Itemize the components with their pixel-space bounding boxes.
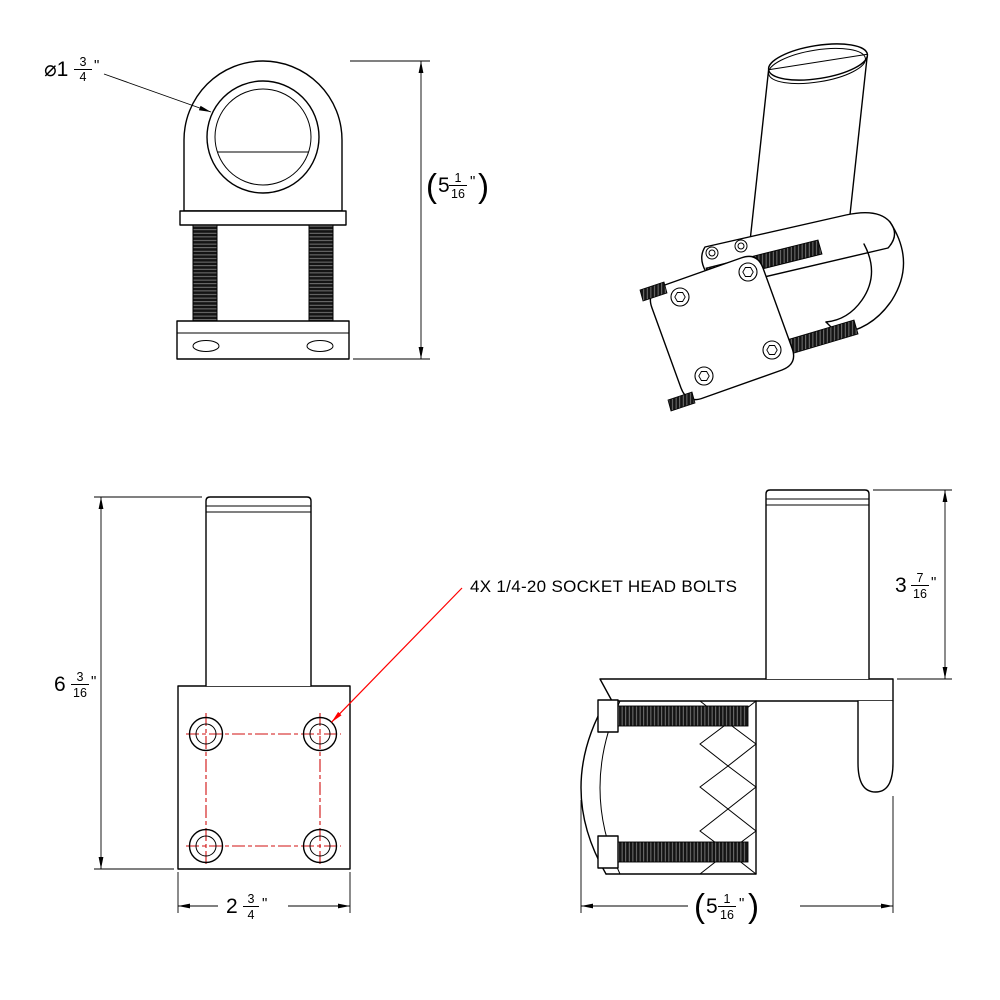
dim-numerator: 7 — [917, 571, 924, 585]
dim-open-paren: ( — [694, 887, 705, 924]
clamp-top-plate-side — [599, 678, 894, 702]
dim-unit: " — [470, 173, 475, 190]
bolt-socket-circle — [195, 835, 217, 857]
dim-diameter-denominator: 4 — [80, 70, 87, 84]
bolt-head-circle — [302, 716, 338, 752]
dim-whole: 6 — [54, 673, 66, 696]
dim-whole: 5 — [438, 174, 450, 197]
collar-screw-socket — [737, 242, 745, 250]
socket-bolt-top-right — [302, 716, 338, 752]
bolt-socket-circle — [195, 723, 217, 745]
dim-unit: " — [91, 673, 96, 690]
tube-side-left — [749, 69, 770, 237]
dim-numerator: 3 — [77, 670, 84, 684]
collar-screw-socket — [708, 249, 716, 257]
socket-bolt-iso — [762, 340, 782, 360]
dim-tube-height: 3 7 16 " — [873, 489, 952, 680]
bolt-socket-circle — [309, 835, 331, 857]
dim-close-paren: ) — [748, 887, 759, 924]
dim-denominator: 4 — [248, 908, 255, 922]
base-slot-left — [192, 340, 220, 352]
dim-numerator: 3 — [248, 892, 255, 906]
base-slot-right — [306, 340, 334, 352]
clamp-bore-inner-circle — [214, 88, 312, 186]
rod-nut-top — [597, 699, 619, 733]
dim-denominator: 16 — [73, 686, 87, 700]
bolt-note-leader — [331, 587, 463, 723]
clamp-shoulder — [179, 210, 347, 226]
socket-bolt-bottom-left — [188, 828, 224, 864]
dim-unit: " — [739, 895, 744, 912]
clamp-bore-outer-circle — [206, 80, 320, 194]
bolt-note-text: 4X 1/4-20 SOCKET HEAD BOLTS — [470, 577, 737, 596]
dim-open-paren: ( — [426, 167, 437, 204]
dim-diameter-prefix: ⌀1 — [44, 58, 68, 81]
dim-diameter-unit: " — [94, 57, 99, 74]
bolt-head-circle — [302, 828, 338, 864]
collar-screw — [705, 246, 719, 260]
dim-base-width: 2 3 4 " — [177, 872, 351, 922]
flange-plate — [177, 685, 351, 870]
dim-unit: " — [931, 574, 936, 591]
clamp-head-outline — [183, 60, 343, 212]
tube-side-right — [848, 53, 869, 221]
tube-top-rim — [768, 47, 866, 85]
dim-whole: 2 — [226, 895, 238, 918]
dim-unit: " — [262, 895, 267, 912]
tube-body-fill — [750, 54, 868, 236]
bolt-socket-circle — [309, 723, 331, 745]
socket-bolt-iso — [738, 262, 758, 282]
bolt-head-circle — [188, 828, 224, 864]
socket-bolt-iso — [670, 287, 690, 307]
bolt-head-circle — [188, 716, 224, 752]
rod-tip-upper — [639, 281, 668, 302]
collar-screw — [734, 239, 748, 253]
dim-close-paren: ) — [478, 167, 489, 204]
rod-nut-bottom — [597, 835, 619, 869]
dim-denominator: 16 — [720, 908, 734, 922]
dim-whole: 3 — [895, 574, 907, 597]
right-arm — [857, 700, 894, 793]
dim-numerator: 1 — [455, 171, 462, 185]
socket-bolt-bottom-right — [302, 828, 338, 864]
dim-diameter: ⌀1 3 4 " — [44, 55, 212, 113]
diameter-leader-line — [103, 73, 212, 113]
threaded-rod-top — [617, 705, 749, 727]
dim-denominator: 16 — [913, 587, 927, 601]
threaded-stud-right — [308, 224, 334, 322]
threaded-stud-left — [192, 224, 218, 322]
dim-numerator: 1 — [724, 892, 731, 906]
hook-arm-inner — [825, 243, 873, 323]
view-front-clamp-head: ⌀1 3 4 " ( 5 1 16 " ) — [44, 55, 489, 360]
dim-overall-height: ( 5 1 16 " ) — [350, 60, 489, 360]
dim-whole: 5 — [706, 895, 718, 918]
dim-diameter-numerator: 3 — [80, 55, 87, 69]
view-front-base: 6 3 16 " 2 3 4 " 4X 1/4-20 SOCKET HEAD B… — [54, 496, 737, 922]
bolt-plate-iso — [649, 255, 795, 401]
tube-front — [205, 496, 312, 687]
dim-clamp-width: ( 5 1 16 " ) — [580, 796, 894, 924]
tube-side — [765, 489, 870, 680]
socket-bolt-top-left — [188, 716, 224, 752]
socket-bolt-iso — [694, 366, 714, 386]
rod-tip-lower — [667, 391, 696, 412]
jaw-outer-arc — [580, 700, 607, 875]
view-side-clamp: 3 7 16 " ( 5 1 16 " ) — [580, 489, 952, 924]
tube-seam-line — [768, 53, 868, 71]
bolt-note: 4X 1/4-20 SOCKET HEAD BOLTS — [331, 577, 737, 723]
base-plate-front — [176, 320, 350, 360]
view-isometric — [639, 43, 905, 412]
dim-base-height: 6 3 16 " — [54, 496, 202, 870]
hook-arm-outer — [837, 221, 905, 335]
dim-denominator: 16 — [451, 187, 465, 201]
threaded-rod-bottom — [617, 841, 749, 863]
